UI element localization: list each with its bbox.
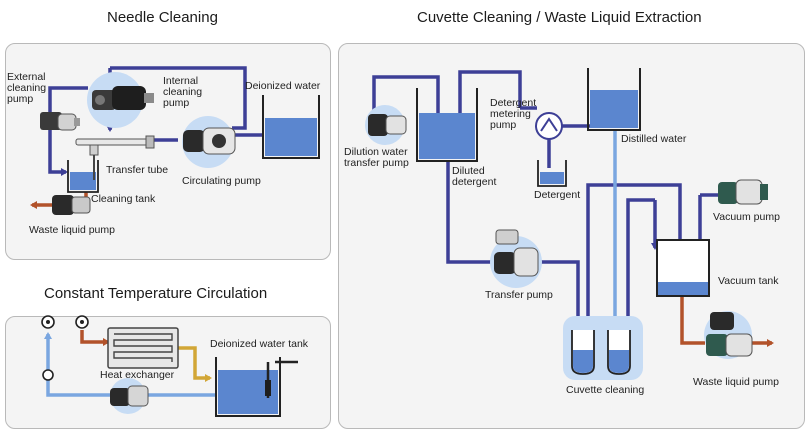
- dilution-water-pump-icon: [368, 114, 407, 136]
- cuvette-pair: [571, 330, 631, 375]
- label-transfer-tube: Transfer tube: [106, 164, 169, 176]
- heat-exchanger: [107, 327, 179, 369]
- transfer-tube: [75, 135, 155, 180]
- external-cleaning-pump-icon: [40, 112, 80, 131]
- cuvette-cleaning-panel: [338, 43, 805, 429]
- cleaning-tank: [67, 160, 99, 193]
- vacuum-tank: [656, 239, 710, 297]
- label-vacuum-tank: Vacuum tank: [718, 275, 779, 287]
- temperature-ports: [41, 315, 89, 381]
- label-deionized-water-tank: Deionized water tank: [210, 338, 309, 350]
- diluted-detergent-tank: [416, 88, 478, 162]
- label-vacuum-pump: Vacuum pump: [713, 211, 780, 223]
- label-needle-waste-pump: Waste liquid pump: [29, 224, 115, 236]
- vacuum-pump-icon: [718, 179, 768, 205]
- label-cleaning-tank: Cleaning tank: [91, 193, 156, 205]
- temperature-pump-icon: [110, 385, 149, 407]
- distilled-water-tank: [587, 68, 641, 131]
- label-deionized-water: Deionized water: [245, 80, 321, 92]
- deionized-water-beaker: [262, 95, 320, 159]
- title-needle-cleaning: Needle Cleaning: [107, 9, 218, 26]
- transfer-pump-icon: [494, 229, 539, 277]
- label-cuvette-cleaning: Cuvette cleaning: [566, 384, 645, 396]
- detergent-metering-pump-icon: [535, 112, 563, 140]
- title-constant-temperature: Constant Temperature Circulation: [44, 285, 268, 302]
- label-heat-exchanger: Heat exchanger: [100, 369, 175, 381]
- detergent-beaker: [537, 160, 567, 187]
- title-cuvette-cleaning: Cuvette Cleaning / Waste Liquid Extracti…: [417, 9, 702, 26]
- label-distilled-water: Distilled water: [621, 133, 687, 145]
- label-transfer-pump: Transfer pump: [485, 289, 553, 301]
- label-detergent: Detergent: [534, 189, 581, 201]
- internal-cleaning-pump-icon: [92, 86, 154, 110]
- needle-waste-pump-icon: [52, 195, 91, 215]
- cuvette-waste-pump-icon: [706, 312, 753, 357]
- label-cuvette-waste-pump: Waste liquid pump: [693, 376, 779, 388]
- circulating-pump-icon: [183, 127, 236, 155]
- label-circulating-pump: Circulating pump: [182, 175, 261, 187]
- deionized-water-tank: [215, 357, 298, 417]
- cuvette-flow-lines: [372, 70, 774, 347]
